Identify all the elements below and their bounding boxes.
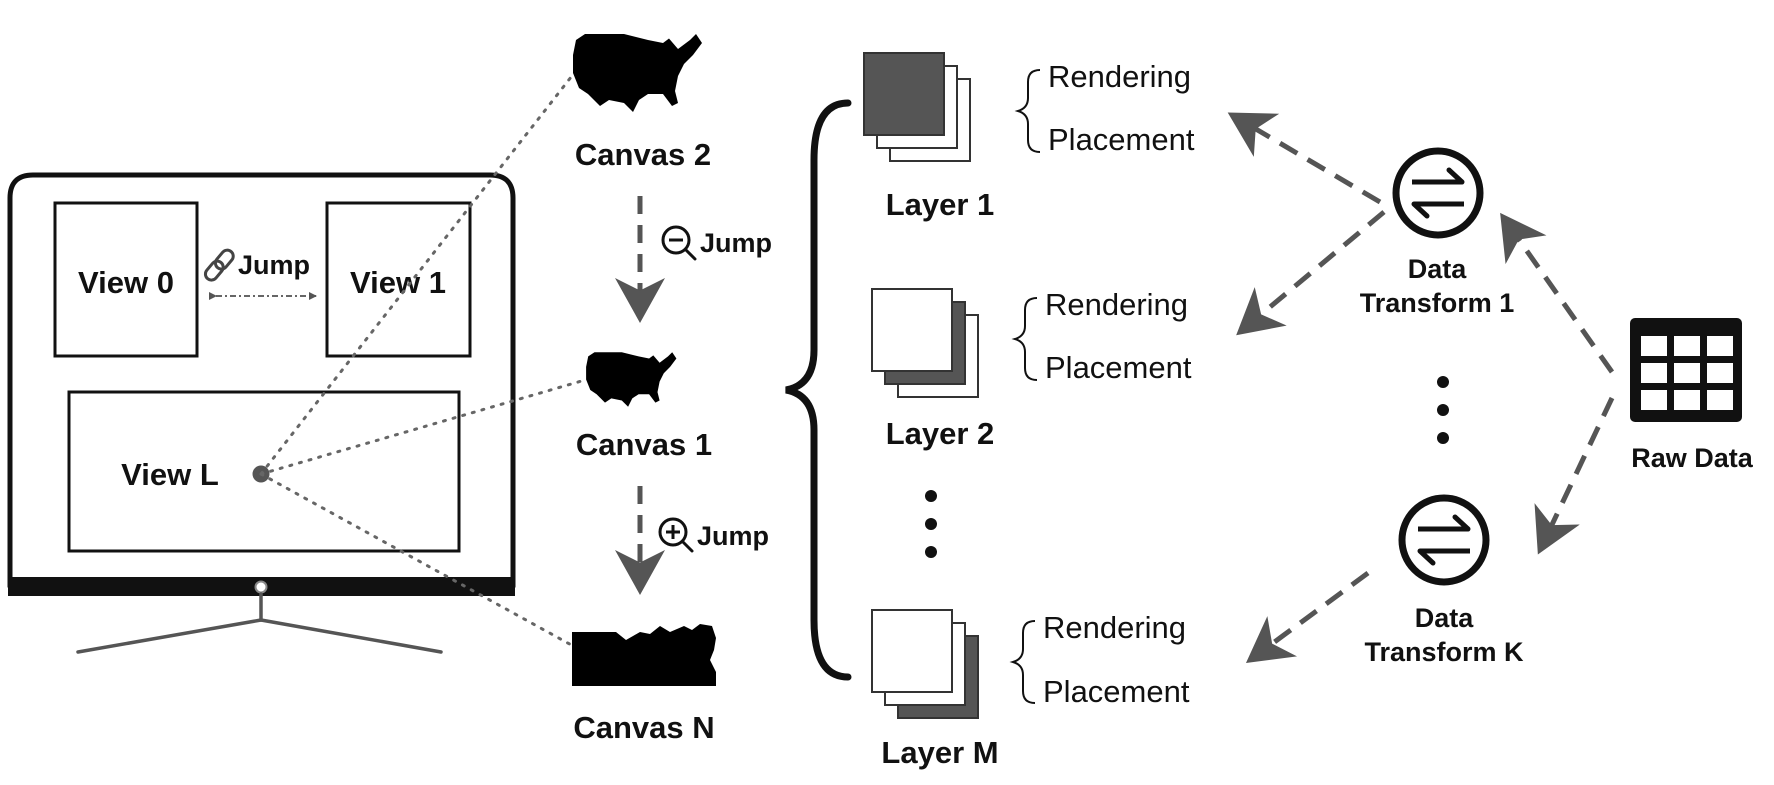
monitor-power-button [254,580,268,594]
layer-1-rendering: Rendering [1048,59,1191,94]
raw-data: Raw Data [1630,318,1754,473]
layers-curly-brace [785,99,852,681]
view-1-box [325,201,472,358]
layer-2: Layer 2 Rendering Placement [871,287,1192,451]
us-map-icon [586,352,677,407]
raw-to-transform-k-arrow [1534,396,1615,555]
flow-arrows [1227,112,1615,663]
layer-m: Layer M Rendering Placement [871,609,1190,770]
layer-2-placement: Placement [1045,350,1192,385]
view-0-label: View 0 [78,265,174,300]
link-icon [203,248,235,282]
canvas-1-label: Canvas 1 [576,427,712,462]
projection-lines [259,70,587,649]
transform-1-to-layer-1-arrow [1227,112,1382,205]
layer-1-brace [1014,69,1041,153]
view-1-label: View 1 [350,265,446,300]
layer-stack-icon [863,52,971,162]
us-map-icon [573,34,702,112]
layer-2-rendering: Rendering [1045,287,1188,322]
layer-2-label: Layer 2 [886,416,995,451]
data-transform-k-line2: Transform K [1364,637,1524,667]
data-transform-k-line1: Data [1415,603,1475,633]
canvas-zoom-in-jump-label: Jump [697,521,769,551]
raw-to-transform-1-arrow [1500,212,1615,374]
layer-m-label: Layer M [881,735,998,770]
view-l-label: View L [121,457,219,492]
zoom-out-icon [661,225,697,261]
layer-ellipsis [925,490,937,558]
monitor: View 0 View 1 View L Jump [7,172,516,654]
canvas-column: Canvas 2 Jump Canvas 1 Jump Canvas N [572,34,772,745]
data-transform-1-line1: Data [1408,254,1468,284]
layer-1-placement: Placement [1048,122,1195,157]
transform-ellipsis [1437,376,1449,444]
layer-stack-icon [871,609,979,719]
canvas-zoom-out-jump-label: Jump [700,228,772,258]
layer-1-label: Layer 1 [886,187,995,222]
view-0-box [53,201,199,358]
table-icon [1630,318,1742,422]
data-transform-1-line2: Transform 1 [1360,288,1515,318]
layer-m-rendering: Rendering [1043,610,1186,645]
zoom-in-icon [658,517,694,553]
layer-m-brace [1009,620,1036,704]
exchange-icon [1398,494,1490,586]
data-transform-k: Data Transform K [1364,494,1524,667]
layer-2-brace [1011,297,1038,381]
exchange-icon [1392,147,1484,239]
view-jump-label: Jump [238,250,310,280]
transform-k-to-layer-m-arrow [1245,570,1370,663]
canvas-2-label: Canvas 2 [575,137,711,172]
us-map-icon [572,624,716,686]
canvas-n-label: Canvas N [573,710,714,745]
raw-data-label: Raw Data [1631,443,1754,473]
data-transform-1: Data Transform 1 [1360,147,1515,318]
monitor-stand [76,592,443,654]
layer-m-placement: Placement [1043,674,1190,709]
layer-1: Layer 1 Rendering Placement [863,52,1195,222]
layer-stack-icon [871,288,979,398]
